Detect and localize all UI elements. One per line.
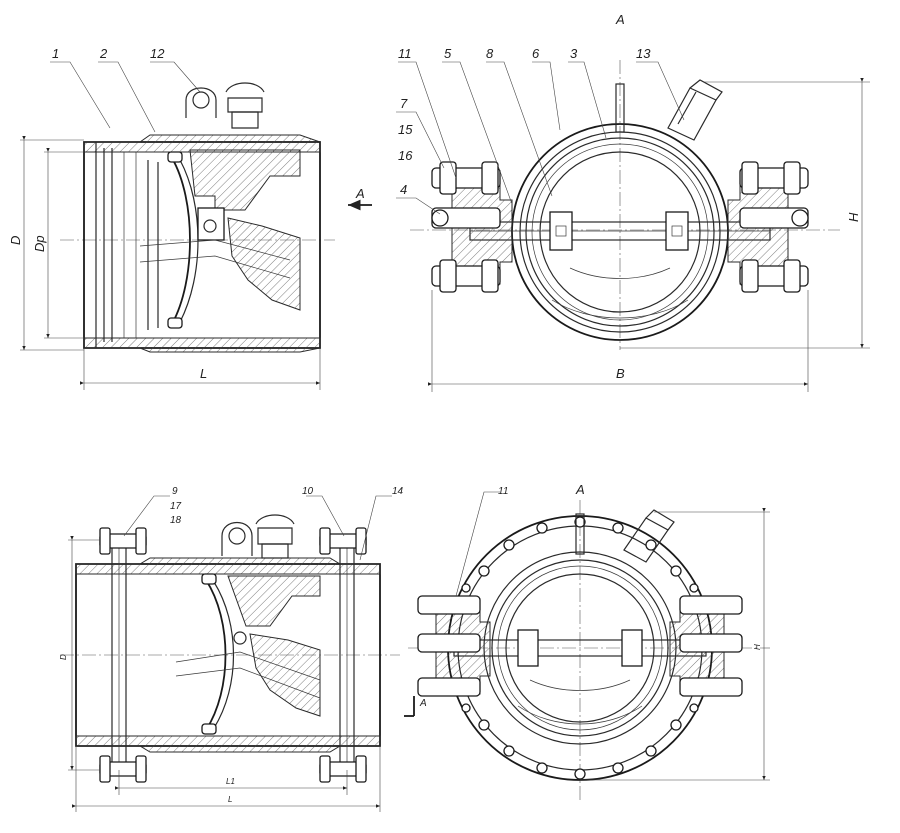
label-13: 13 <box>636 46 651 61</box>
dim-D: D <box>8 236 23 245</box>
label-12: 12 <box>150 46 165 61</box>
label-18: 18 <box>170 515 182 526</box>
view-end-a-top <box>396 60 870 392</box>
label-11-top: 11 <box>398 46 412 61</box>
label-16: 16 <box>398 148 413 163</box>
view-arrow-A-bottom: A <box>419 698 427 709</box>
view-side-section-top <box>20 61 372 390</box>
dim-L1: L1 <box>226 777 235 786</box>
label-3: 3 <box>570 46 578 61</box>
label-6: 6 <box>532 46 540 61</box>
dim-Dp: Dр <box>32 235 47 252</box>
label-7: 7 <box>400 96 408 111</box>
view-title-A-top: A <box>615 12 625 27</box>
dim-H-top: H <box>846 212 861 222</box>
dim-L-top: L <box>200 366 207 381</box>
label-1: 1 <box>52 46 59 61</box>
label-2: 2 <box>99 46 108 61</box>
label-11-bottom: 11 <box>498 486 508 497</box>
label-10: 10 <box>302 486 314 497</box>
label-14: 14 <box>392 486 404 497</box>
label-4: 4 <box>400 182 407 197</box>
view-end-flanged-bottom <box>404 491 770 800</box>
label-15: 15 <box>398 122 413 137</box>
dim-D-bottom: D <box>59 654 68 660</box>
view-arrow-A-top: A <box>355 186 365 201</box>
label-9: 9 <box>172 486 178 497</box>
dim-L-bottom: L <box>228 795 232 804</box>
view-title-A-bottom: A <box>575 482 585 497</box>
dim-H-bottom: H <box>753 644 762 650</box>
dim-B: B <box>616 366 625 381</box>
label-8: 8 <box>486 46 494 61</box>
view-side-flanged-bottom <box>60 495 400 812</box>
label-17: 17 <box>170 501 182 512</box>
label-5: 5 <box>444 46 452 61</box>
